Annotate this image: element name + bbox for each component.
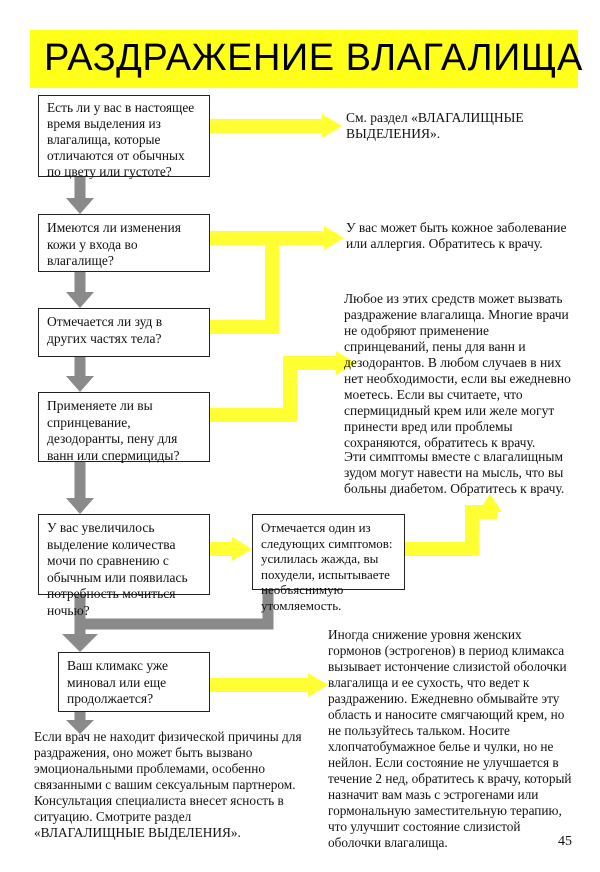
yes-arrowhead-6 xyxy=(232,537,252,561)
title-highlight-bar xyxy=(30,30,578,88)
yes-arrowhead-5 xyxy=(478,494,502,512)
page-title: РАЗДРАЖЕНИЕ ВЛАГАЛИЩА xyxy=(44,37,583,79)
question-box-urination: У вас увеличилось выделение количества м… xyxy=(38,514,210,618)
page-number: 45 xyxy=(558,834,572,849)
yes-arrow-3 xyxy=(210,238,279,334)
question-box-skin-changes: Имеются ли изменения кожи у входа во вла… xyxy=(38,214,210,272)
question-box-hygiene-products: Применяете ли вы спринцевание, дезодоран… xyxy=(38,392,210,463)
question-box-discharge: Есть ли у вас в настоящее время выделени… xyxy=(38,95,210,179)
yes-arrowhead-7 xyxy=(308,673,328,697)
yes-arrowhead-4 xyxy=(336,351,356,375)
no-arrow-6 xyxy=(80,590,274,630)
final-emotional-causes: Если врач не находит физической причины … xyxy=(34,729,302,840)
answer-menopause-estrogen: Иногда снижение уровня женских гормонов … xyxy=(328,627,572,850)
answer-diabetes: Эти симптомы вместе с влагалищным зудом … xyxy=(344,449,565,496)
question-box-itching: Отмечается ли зуд в других частях тела? xyxy=(38,308,210,357)
yes-arrow-4 xyxy=(210,356,340,422)
question-box-menopause: Ваш климакс уже миновал или еще продолжа… xyxy=(58,652,210,712)
yes-arrow-5 xyxy=(405,505,497,556)
answer-skin-allergy: У вас может быть кожное заболевание или … xyxy=(346,220,567,251)
answer-hygiene-products: Любое из этих средств может вызвать разд… xyxy=(344,291,571,450)
yes-arrowhead-1 xyxy=(322,114,342,138)
answer-see-discharge-section: См. раздел «ВЛАГАЛИЩНЫЕ ВЫДЕЛЕНИЯ». xyxy=(346,110,524,141)
yes-arrowhead-2 xyxy=(324,226,344,250)
question-box-diabetes-symptoms: Отмечается один из следующих симптомов: … xyxy=(252,514,405,613)
